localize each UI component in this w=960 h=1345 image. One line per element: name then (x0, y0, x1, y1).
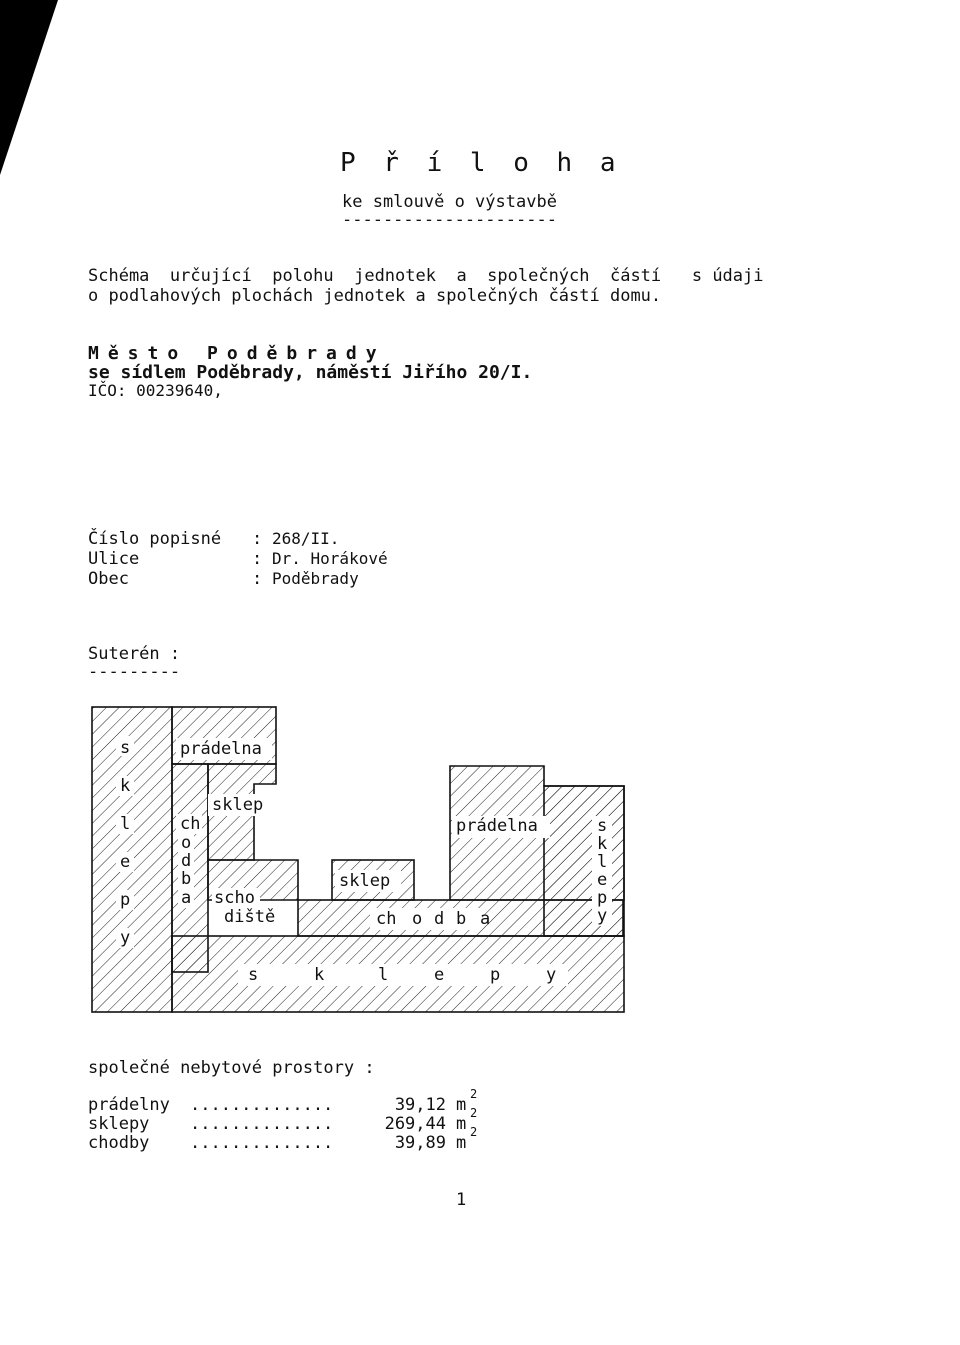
corridor-area-unit: m (456, 1133, 467, 1153)
cellar-area-value: 269,44 (384, 1114, 446, 1134)
plan-label-b-left: b (181, 869, 191, 889)
cellar-area-sup: 2 (470, 1106, 478, 1120)
plan-label-e-left: e (120, 852, 130, 872)
subtitle-underline: --------------------- (342, 210, 557, 230)
document-title: P ř í l o h a (340, 148, 622, 178)
laundry-area-sup: 2 (470, 1087, 478, 1101)
plan-label-pradelna-right: prádelna (456, 816, 538, 836)
plan-label-s-left: s (120, 738, 130, 758)
owner-ico: IČO: 00239640, (88, 381, 223, 400)
scan-edge-shadow (0, 0, 58, 175)
corridor-area-dots: .............. (190, 1133, 334, 1153)
plan-label-diste: diště (224, 907, 275, 927)
floor-heading-underline: --------- (88, 662, 181, 682)
common-areas-heading: společné nebytové prostory : (88, 1058, 375, 1078)
plan-label-d-left: d (181, 851, 191, 871)
corridor-area-sup: 2 (470, 1125, 478, 1139)
plan-label-e-bottom: e (434, 965, 444, 985)
plan-label-d-center: d (434, 909, 444, 929)
street-label: Ulice (88, 549, 140, 569)
page-number: 1 (456, 1190, 467, 1210)
corridor-area-label: chodby (88, 1133, 150, 1153)
plan-label-pradelna-left: prádelna (180, 739, 262, 759)
plan-label-k-left: k (120, 776, 130, 796)
plan-label-s-right: s (597, 816, 607, 836)
plan-label-y-bottom: y (546, 965, 556, 985)
plan-label-p-bottom: p (490, 965, 500, 985)
street-colon: : (252, 549, 263, 569)
document-subtitle: ke smlouvě o výstavbě (342, 192, 557, 212)
plan-label-scho: scho (214, 888, 255, 908)
municipality-label: Obec (88, 569, 129, 589)
floor-heading: Suterén : (88, 644, 181, 664)
plan-label-p-left: p (120, 890, 130, 910)
building-number-label: Číslo popisné (88, 529, 222, 549)
intro-line-1: Schéma určující polohu jednotek a společ… (88, 266, 764, 286)
laundry-area-label: prádelny (88, 1095, 170, 1115)
plan-label-b-center: b (456, 909, 466, 929)
municipality-colon: : (252, 569, 263, 589)
municipality-value: Poděbrady (272, 569, 359, 588)
owner-city: Město Poděbrady (88, 343, 386, 364)
plan-label-k-bottom: k (314, 965, 324, 985)
laundry-area-unit: m (456, 1095, 467, 1115)
street-value: Dr. Horákové (272, 549, 388, 568)
intro-line-2: o podlahových plochách jednotek a společ… (88, 286, 662, 306)
laundry-area-value: 39,12 (394, 1095, 446, 1115)
plan-label-ch-left: ch (180, 814, 200, 834)
plan-label-y-right: y (597, 906, 607, 926)
plan-label-o-left: o (181, 833, 191, 853)
plan-label-sklep-small: sklep (339, 871, 390, 891)
owner-seat: se sídlem Poděbrady, náměstí Jiřího 20/I… (88, 362, 533, 383)
plan-label-e-right: e (597, 870, 607, 890)
plan-label-l-right: l (597, 852, 607, 872)
plan-label-s-bottom: s (248, 965, 258, 985)
plan-label-l-left: l (120, 814, 130, 834)
plan-label-l-bottom: l (378, 965, 388, 985)
corridor-area-value: 39,89 (394, 1133, 446, 1153)
cellar-area-label: sklepy (88, 1114, 150, 1134)
building-number-value: 268/II. (272, 529, 340, 548)
plan-label-a-center: a (480, 909, 490, 929)
plan-label-y-left: y (120, 928, 130, 948)
cellar-area-unit: m (456, 1114, 467, 1134)
plan-label-sklep-upper: sklep (212, 795, 263, 815)
plan-label-p-right: p (597, 888, 607, 908)
building-number-colon: : (252, 529, 263, 549)
plan-label-a-left: a (181, 888, 191, 908)
plan-label-o-center: o (412, 909, 422, 929)
laundry-area-dots: .............. (190, 1095, 334, 1115)
plan-label-ch-center: ch (376, 909, 396, 929)
plan-label-k-right: k (597, 834, 607, 854)
cellar-area-dots: .............. (190, 1114, 334, 1134)
floor-plan: s prádelna k sklep l ch o d e b sklep p … (91, 706, 625, 1013)
